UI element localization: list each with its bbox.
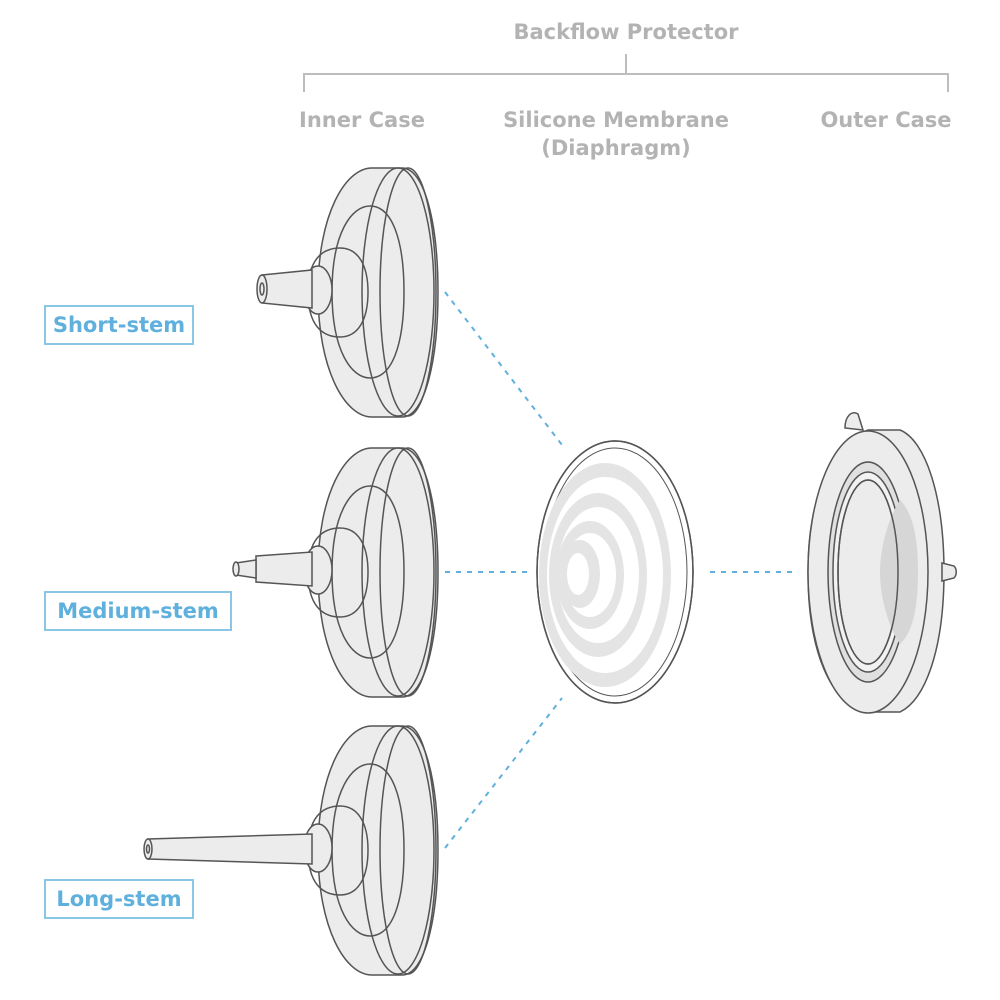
- outer-case-label: Outer Case: [820, 108, 952, 132]
- silicone-membrane-label: Silicone Membrane (Diaphragm): [490, 106, 742, 162]
- outer-case: [807, 412, 957, 714]
- inner-case-long-stem: [143, 725, 439, 976]
- short-stem-label: Short-stem: [44, 305, 194, 345]
- silicone-membrane-label-line2: (Diaphragm): [541, 136, 691, 160]
- inner-case-short-stem: [256, 167, 439, 418]
- connector-lines: [444, 291, 796, 849]
- connector-long-to-membrane: [444, 697, 563, 849]
- connector-short-to-membrane: [444, 291, 563, 446]
- backflow-protector-bracket: [303, 54, 949, 92]
- silicone-membrane-label-line1: Silicone Membrane: [503, 108, 729, 132]
- silicone-membrane: [536, 440, 694, 704]
- long-stem-label: Long-stem: [44, 879, 194, 919]
- inner-case-medium-stem: [232, 447, 439, 698]
- diagram-title: Backflow Protector: [513, 20, 739, 44]
- inner-case-label: Inner Case: [299, 108, 425, 132]
- medium-stem-label: Medium-stem: [44, 591, 232, 631]
